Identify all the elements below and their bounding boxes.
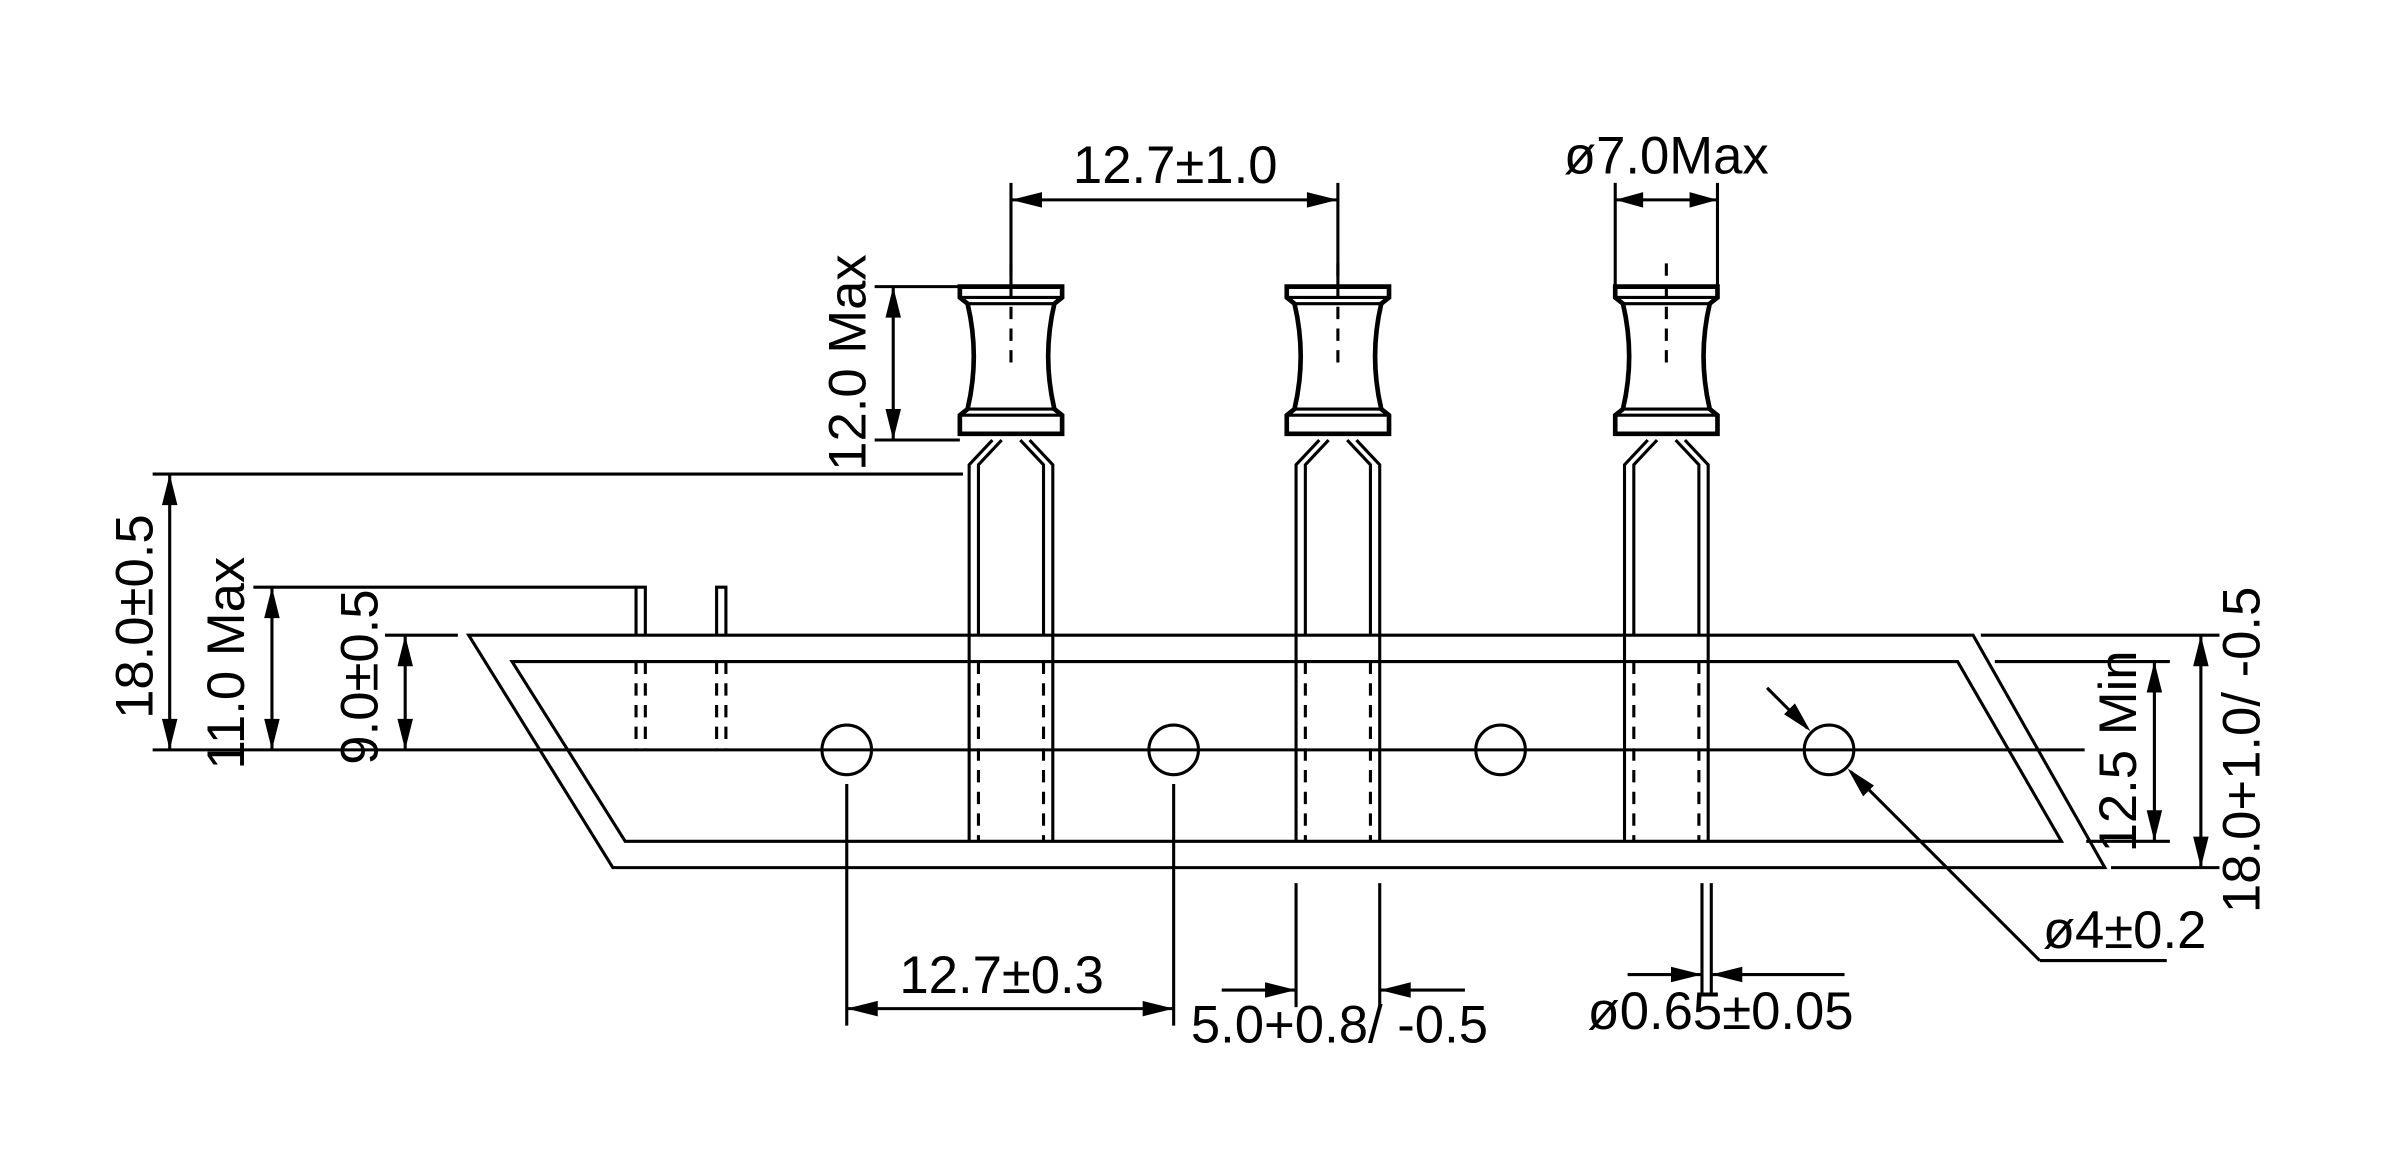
sprocket-hole: [1147, 723, 1200, 777]
tape-outer-outline: [465, 633, 2108, 870]
tape-width-min-label: 12.5 Min: [2089, 650, 2148, 852]
dim-lead-pitch-top: 12.7±1.0: [1009, 136, 1340, 287]
hole-diameter-label: ø4±0.2: [2043, 901, 2207, 960]
overall-height-label: 18.0±0.5: [106, 514, 165, 719]
body-diameter-label: ø7.0Max: [1564, 127, 1769, 186]
lead-pitch-top-label: 12.7±1.0: [1073, 136, 1278, 195]
dim-body-diameter: ø7.0Max: [1564, 127, 1769, 287]
tape-width-label: 18.0+1.0/ -0.5: [2213, 587, 2272, 913]
inductor-component-2: [1284, 263, 1392, 842]
tape-inner-outline: [509, 660, 2065, 843]
inductor-component-3: [1612, 263, 1720, 842]
dim-hole-height: 9.0±0.5: [330, 589, 458, 765]
lead-spacing-label: 5.0+0.8/ -0.5: [1191, 996, 1488, 1055]
dim-body-height: 12.0 Max: [818, 254, 960, 471]
dim-tape-width: 18.0+1.0/ -0.5: [1980, 587, 2272, 913]
sprocket-hole: [1474, 723, 1527, 777]
sprocket-hole: [1802, 723, 1856, 777]
cut-lead-height-label: 11.0 Max: [197, 557, 256, 770]
dim-lead-diameter: ø0.65±0.05: [1588, 883, 1854, 1041]
cut-lead-stubs: [634, 585, 728, 750]
dim-cut-lead-height: 11.0 Max: [197, 557, 637, 770]
body-height-label: 12.0 Max: [818, 254, 877, 471]
inductor-component-1: [957, 263, 1065, 842]
hole-pitch-label: 12.7±0.3: [899, 946, 1104, 1005]
dim-lead-spacing: 5.0+0.8/ -0.5: [1191, 883, 1488, 1055]
carrier-tape: [152, 633, 2108, 870]
dim-hole-pitch: 12.7±0.3: [845, 783, 1176, 1026]
sprocket-hole: [820, 723, 874, 777]
lead-diameter-label: ø0.65±0.05: [1588, 982, 1854, 1041]
dim-tape-width-min: 12.5 Min: [1994, 650, 2170, 852]
dim-overall-height: 18.0±0.5: [106, 472, 963, 750]
hole-height-label: 9.0±0.5: [330, 589, 389, 764]
dim-hole-diameter: ø4±0.2: [1765, 686, 2207, 963]
